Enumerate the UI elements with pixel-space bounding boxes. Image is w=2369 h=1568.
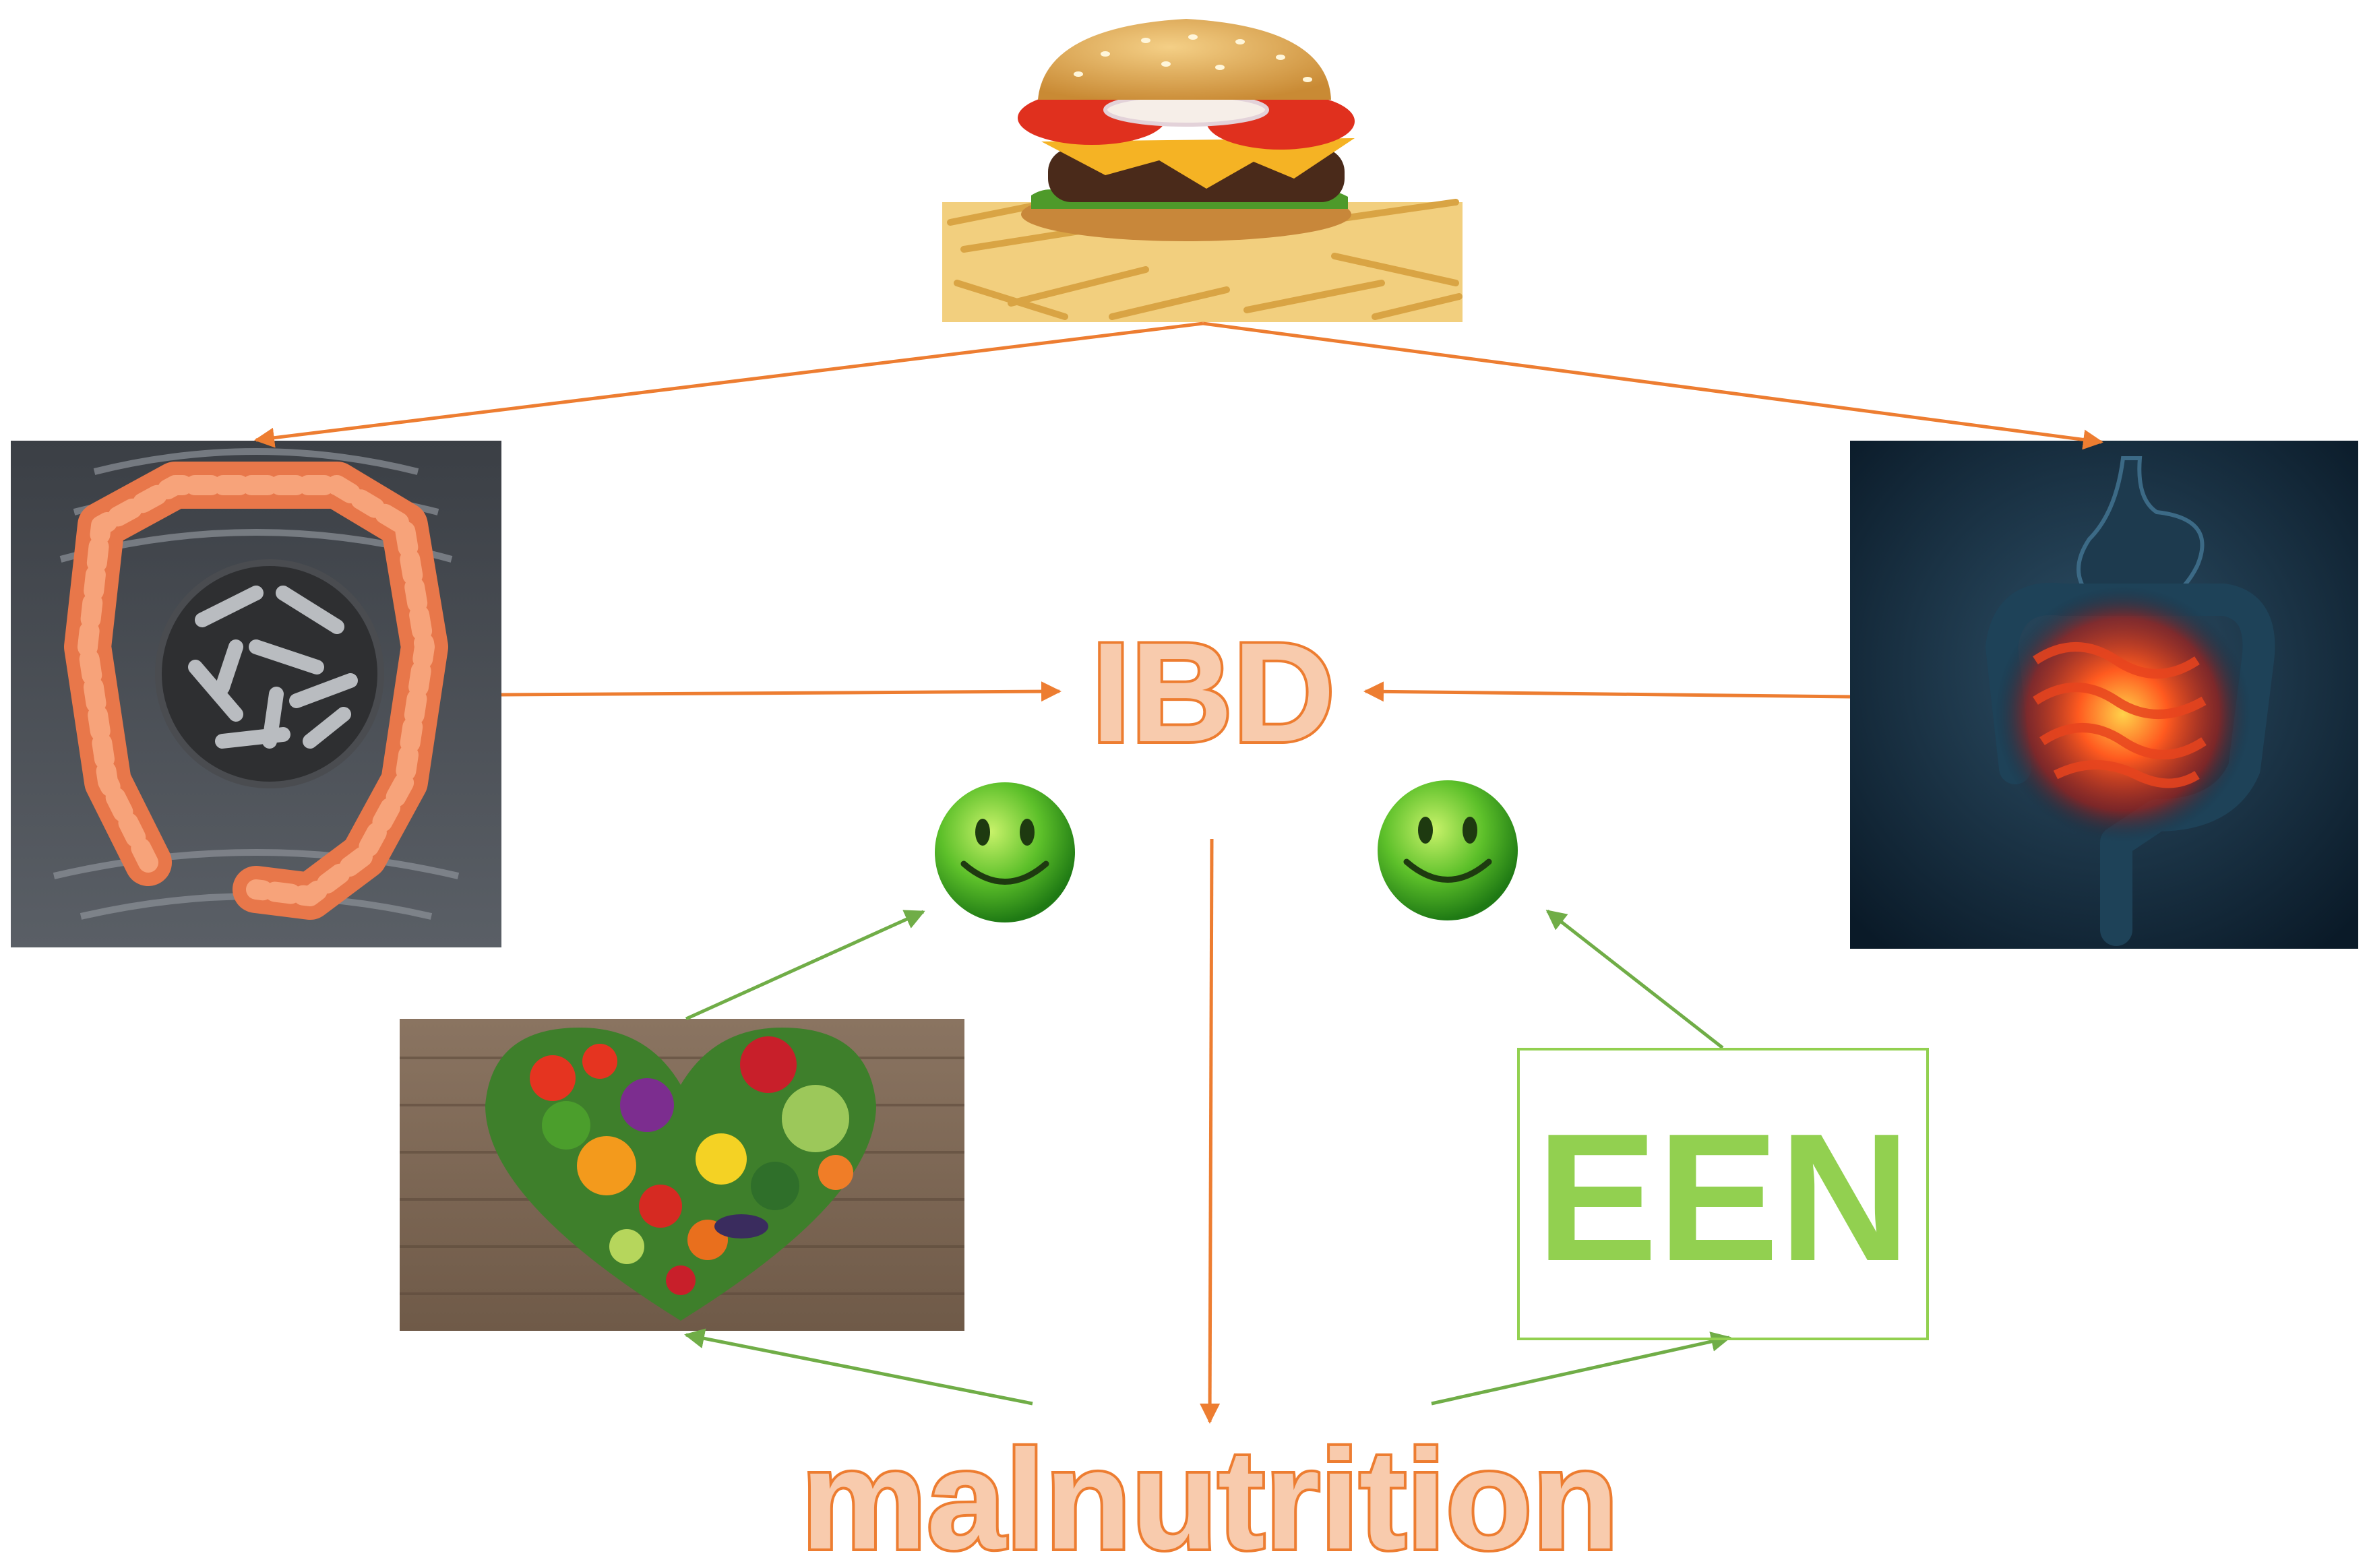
arrow-malnutrition-to-een	[1431, 1331, 1731, 1406]
small-intestine	[2033, 642, 2207, 788]
smiley-face-icon	[935, 782, 1075, 922]
arrow-ibd-to-malnutrition	[1200, 838, 1221, 1424]
green-arrows	[684, 910, 1731, 1406]
top-bun	[1038, 19, 1331, 100]
inflamed-intestine-image	[1850, 441, 2358, 949]
inflammation-glow	[1995, 586, 2251, 842]
arrow-malnutrition-to-diet	[684, 1328, 1033, 1406]
arrow-colon-to-ibd	[501, 681, 1062, 702]
arrow-food-to-colon	[254, 321, 1204, 448]
malnutrition-label: malnutrition	[801, 1420, 1618, 1568]
burger-and-fries-image	[942, 19, 1463, 322]
cheese	[1041, 138, 1355, 189]
arrow-een-to-smiley	[1545, 910, 1724, 1049]
bacteria	[188, 586, 358, 749]
arrow-intestine-to-ibd	[1363, 681, 1851, 702]
orange-arrows	[254, 321, 2103, 1424]
arrow-diet-to-smiley	[685, 910, 925, 1021]
arrow-food-to-intestine	[1202, 321, 2103, 450]
smiley-face-icon	[1378, 780, 1518, 920]
colon-with-bacteria-image	[11, 441, 501, 947]
ibd-label: IBD	[1091, 613, 1335, 772]
vegetable-heart-image	[400, 1019, 964, 1331]
vegetables	[530, 1036, 853, 1295]
heart-shape	[485, 1028, 876, 1321]
sesame-seeds	[1074, 34, 1312, 82]
een-label: EEN	[1536, 1096, 1910, 1299]
een-box	[1517, 1048, 1929, 1340]
